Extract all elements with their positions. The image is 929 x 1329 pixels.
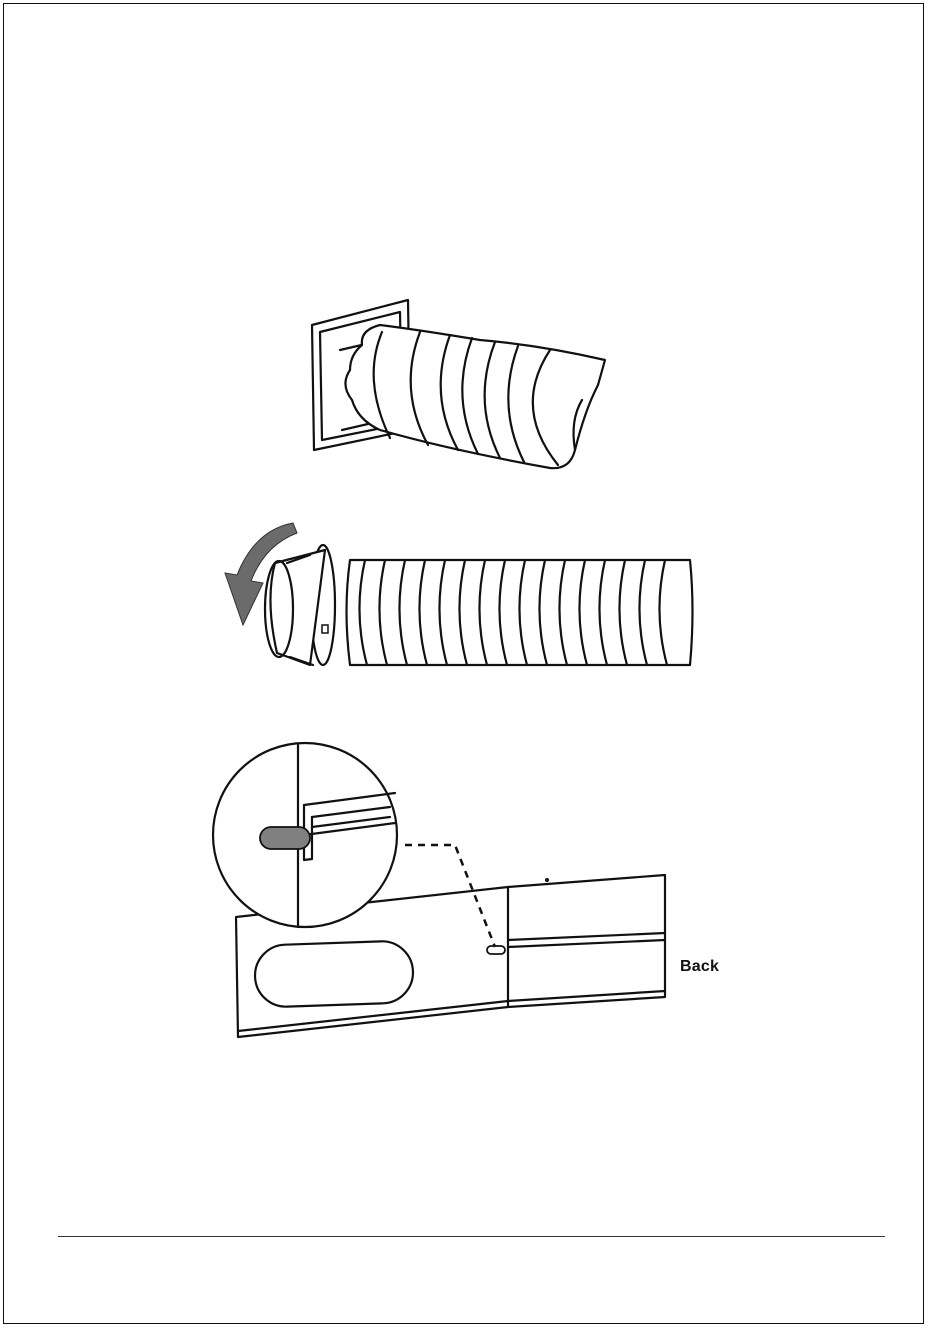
pin-icon bbox=[260, 827, 310, 849]
footer-rule bbox=[58, 1236, 885, 1237]
hose-bracket-illustration bbox=[300, 290, 630, 490]
hose-coils bbox=[347, 560, 693, 665]
window-panel-illustration bbox=[200, 735, 680, 1055]
adapter-hose-illustration bbox=[215, 515, 710, 675]
panel-opening bbox=[254, 940, 414, 1007]
back-label: Back bbox=[680, 958, 719, 976]
